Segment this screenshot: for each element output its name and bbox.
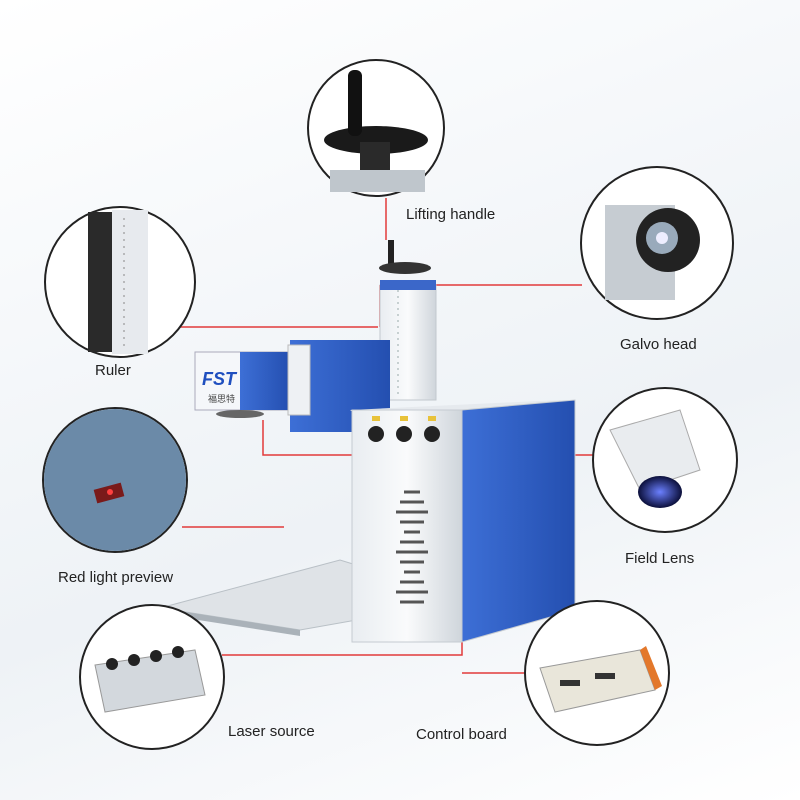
callout-label: Control board bbox=[416, 726, 507, 743]
brand-logo: FST 福思特 bbox=[202, 369, 238, 405]
callout-label: Field Lens bbox=[625, 550, 694, 567]
callout-label: Galvo head bbox=[620, 336, 697, 353]
callout-lifting-handle: Lifting handle bbox=[307, 59, 495, 223]
callout-control-board: Control board bbox=[416, 600, 670, 746]
callout-red-light-preview: Red light preview bbox=[42, 407, 188, 586]
svg-text:FST: FST bbox=[202, 369, 238, 389]
callout-label: Lifting handle bbox=[406, 206, 495, 223]
callout-laser-source: Laser source bbox=[79, 604, 315, 750]
callout-galvo-head: Galvo head bbox=[580, 166, 734, 353]
callout-label: Red light preview bbox=[58, 569, 173, 586]
callout-label: Ruler bbox=[95, 362, 131, 379]
laser-marking-machine bbox=[159, 240, 576, 643]
callout-field-lens: Field Lens bbox=[592, 387, 738, 567]
callout-ruler: Ruler bbox=[44, 206, 196, 379]
svg-text:福思特: 福思特 bbox=[208, 393, 235, 405]
callout-label: Laser source bbox=[228, 723, 315, 740]
